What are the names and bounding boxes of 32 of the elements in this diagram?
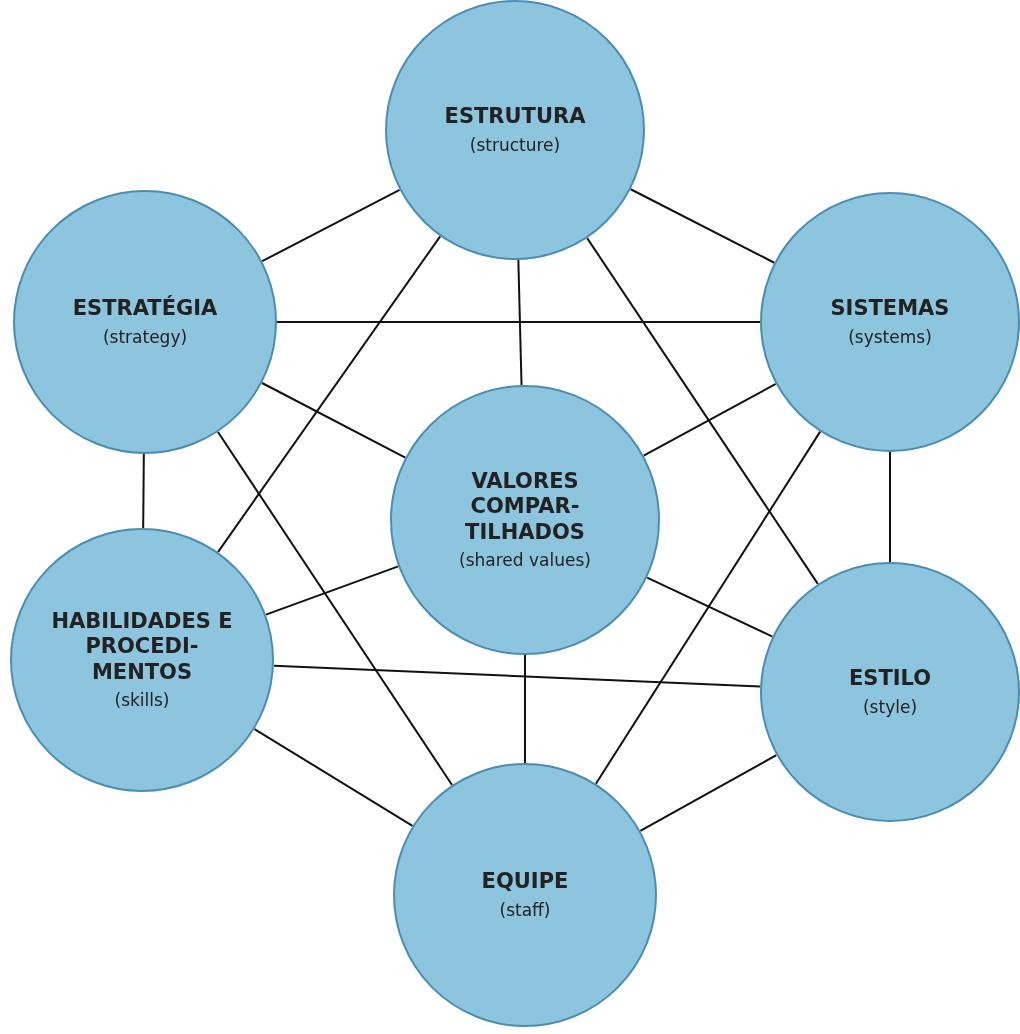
- node-title: ESTRATÉGIA: [72, 296, 218, 322]
- node-title: ESTRUTURA: [444, 104, 586, 130]
- node-subtitle: (structure): [469, 133, 561, 156]
- node-subtitle: (shared values): [459, 548, 591, 571]
- connector-line: [889, 451, 891, 563]
- node-title: EQUIPE: [481, 869, 569, 895]
- connector-line: [639, 754, 778, 832]
- connector-line: [629, 188, 776, 264]
- connector-line: [276, 321, 761, 323]
- connector-line: [272, 664, 762, 688]
- connector-line: [216, 431, 454, 786]
- connector-line: [265, 565, 400, 616]
- node-title: SISTEMAS: [830, 296, 950, 322]
- connector-line: [524, 654, 526, 764]
- connector-line: [216, 235, 442, 554]
- connector-line: [646, 576, 774, 638]
- node-subtitle: (staff): [499, 898, 551, 921]
- connector-line: [261, 382, 407, 459]
- connector-line: [642, 383, 777, 457]
- node-title: VALORES COMPAR- TILHADOS: [464, 469, 586, 545]
- connector-line: [517, 258, 523, 387]
- node-subtitle: (style): [863, 695, 917, 718]
- connector-line: [261, 188, 401, 263]
- connector-line: [253, 728, 414, 827]
- connector-line: [594, 430, 822, 785]
- node-subtitle: (systems): [848, 325, 932, 348]
- connector-line: [142, 453, 145, 529]
- node-title: HABILIDADES E PROCEDI- MENTOS: [50, 609, 234, 685]
- connector-line: [586, 237, 819, 585]
- node-title: ESTILO: [848, 666, 932, 692]
- node-subtitle: (skills): [114, 688, 170, 711]
- node-subtitle: (strategy): [102, 325, 188, 348]
